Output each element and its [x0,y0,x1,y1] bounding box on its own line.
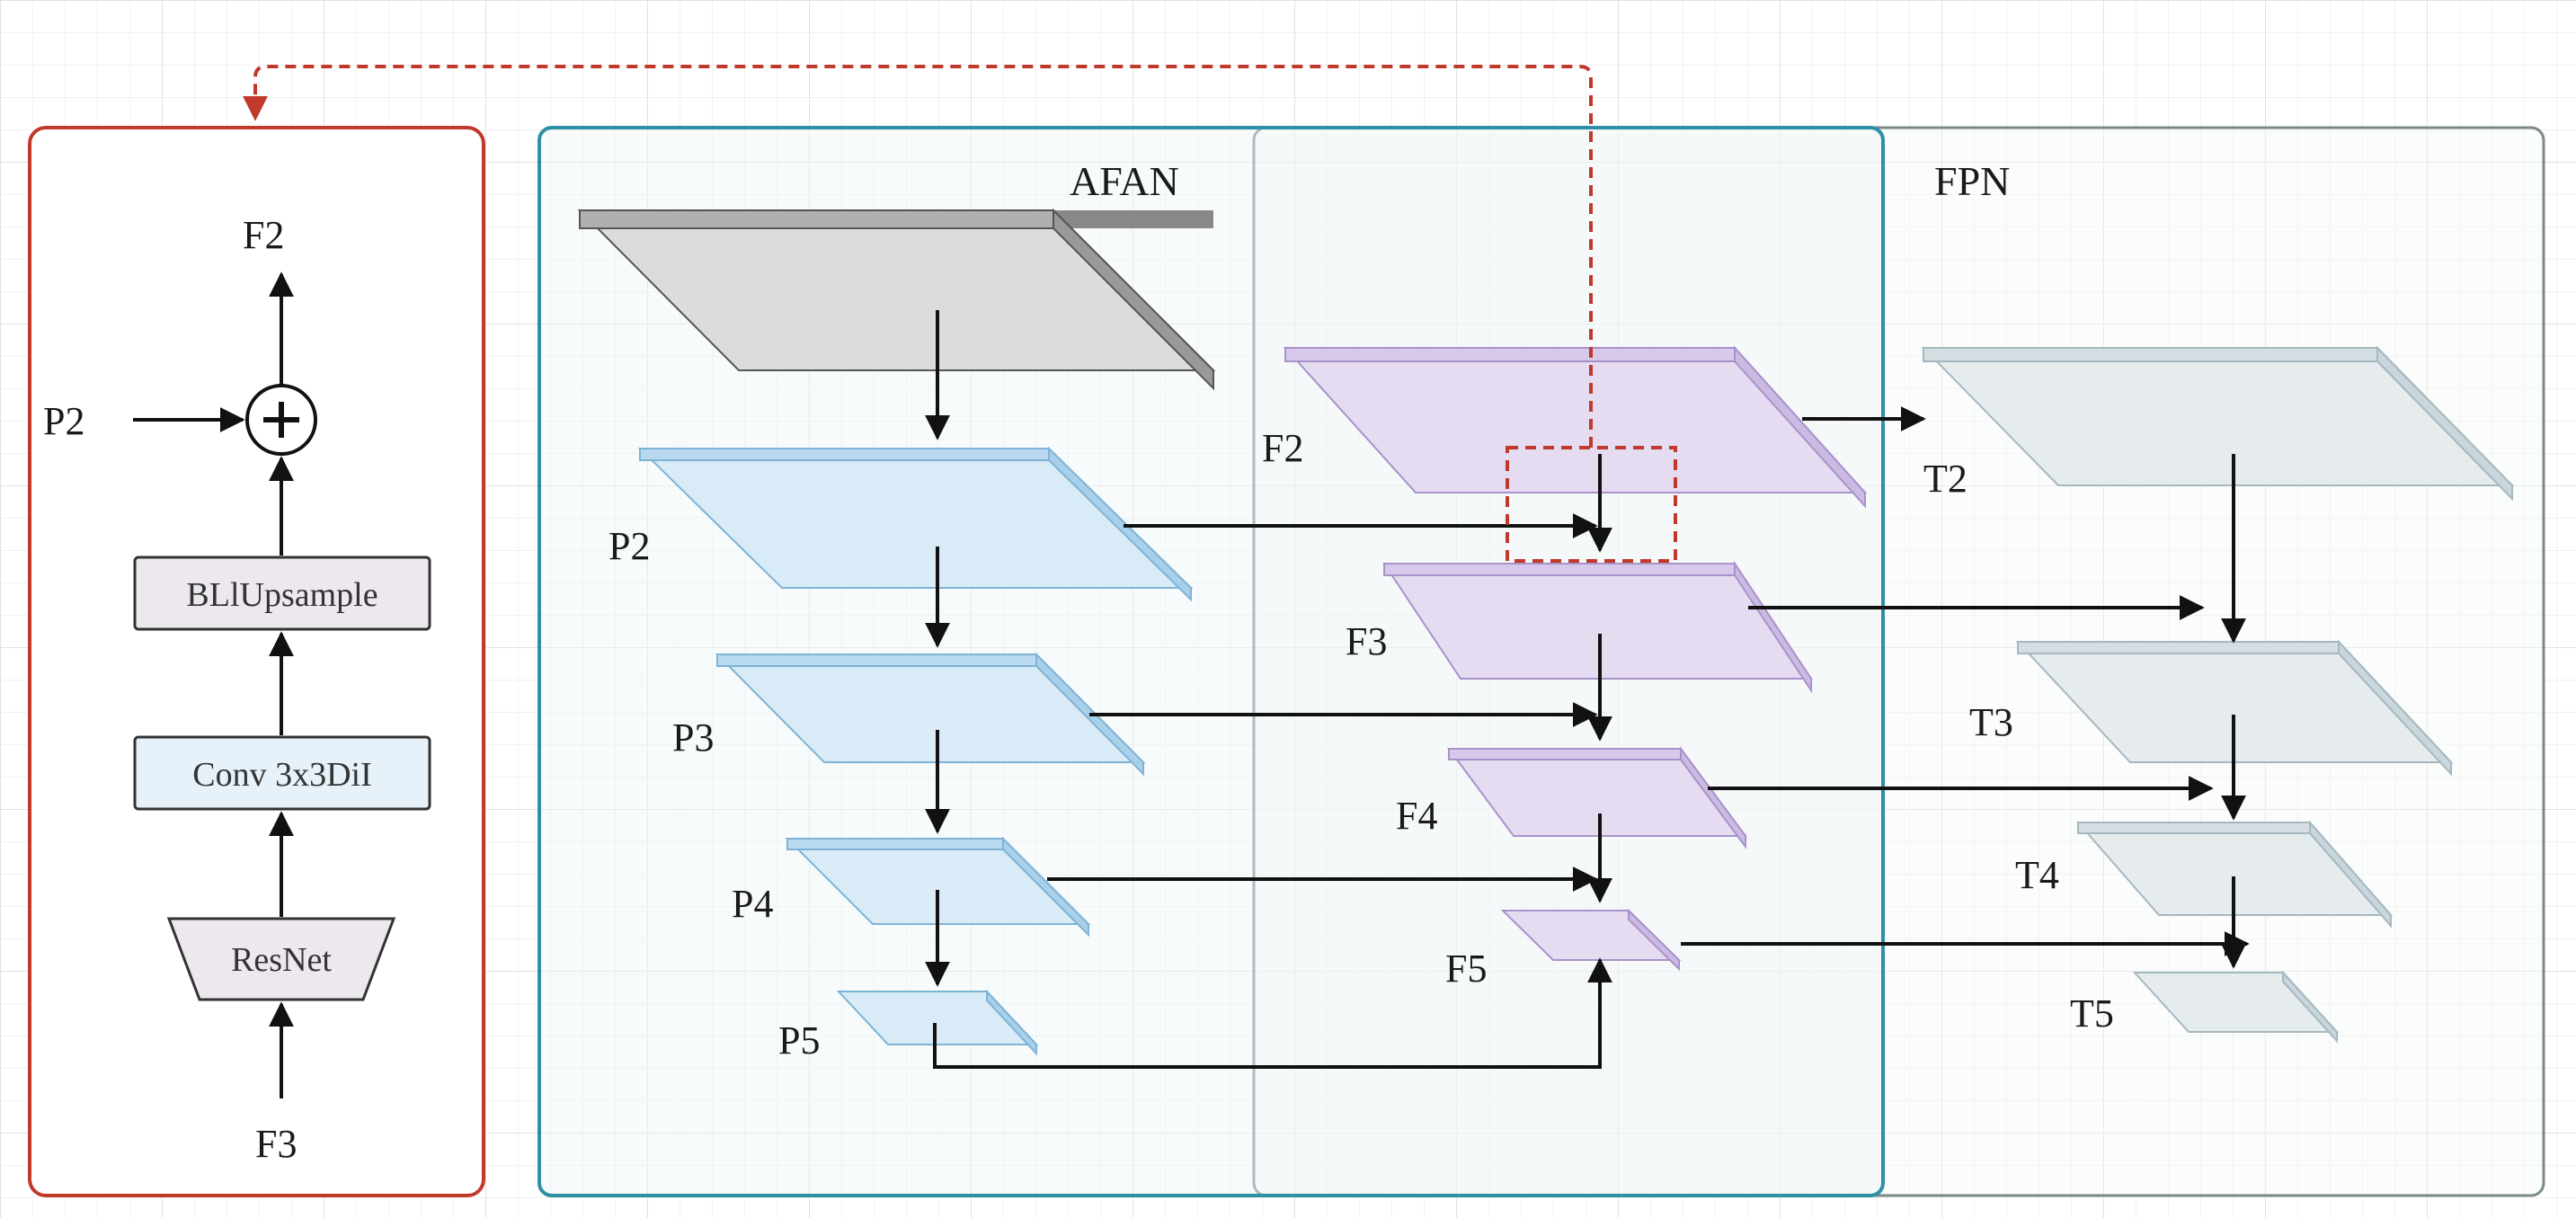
backbone-label: ResNet [231,941,332,979]
arrow-p5-to-f5 [933,957,1612,1069]
upsample-box [133,556,431,631]
side-input-label-p2: P2 [43,399,84,443]
p5-label: P5 [778,1018,820,1062]
p4-plane [785,836,1091,938]
p4-label: P4 [732,882,773,926]
f5-plane [1500,908,1682,972]
t5-plane [2132,970,2340,1044]
upsample-label: BLlUpsample [186,576,378,614]
f3-plane [1382,560,1813,694]
f3-label: F3 [1346,619,1387,663]
f5-label: F5 [1445,947,1487,991]
t3-label: T3 [1969,700,2013,744]
p3-label: P3 [672,716,714,760]
input-label-f3: F3 [255,1122,297,1166]
afan-title: AFAN [1070,158,1179,204]
f2-label: F2 [1262,426,1303,470]
detail-highlight-box [1506,446,1677,563]
f4-label: F4 [1396,794,1437,838]
left-detail-panel [28,126,485,1197]
p2-label: P2 [608,524,650,568]
t5-label: T5 [2070,991,2114,1036]
p2-plane [637,446,1194,602]
output-label-f2: F2 [243,213,284,257]
input-image-plane [577,208,1216,391]
t2-plane [1921,345,2515,502]
t2-label: T2 [1923,457,1968,501]
f2-plane [1283,345,1868,509]
f4-plane [1447,745,1747,850]
conv-label: Conv 3x3DiI [192,756,372,794]
conv-box [133,735,431,811]
resnet-backbone-box [166,917,396,1001]
fpn-title: FPN [1934,158,2010,204]
t3-plane [2015,639,2454,777]
detail-callout-arrow [243,65,1593,448]
t4-plane [2075,820,2394,929]
p5-plane [836,989,1039,1056]
t4-label: T4 [2015,853,2059,897]
